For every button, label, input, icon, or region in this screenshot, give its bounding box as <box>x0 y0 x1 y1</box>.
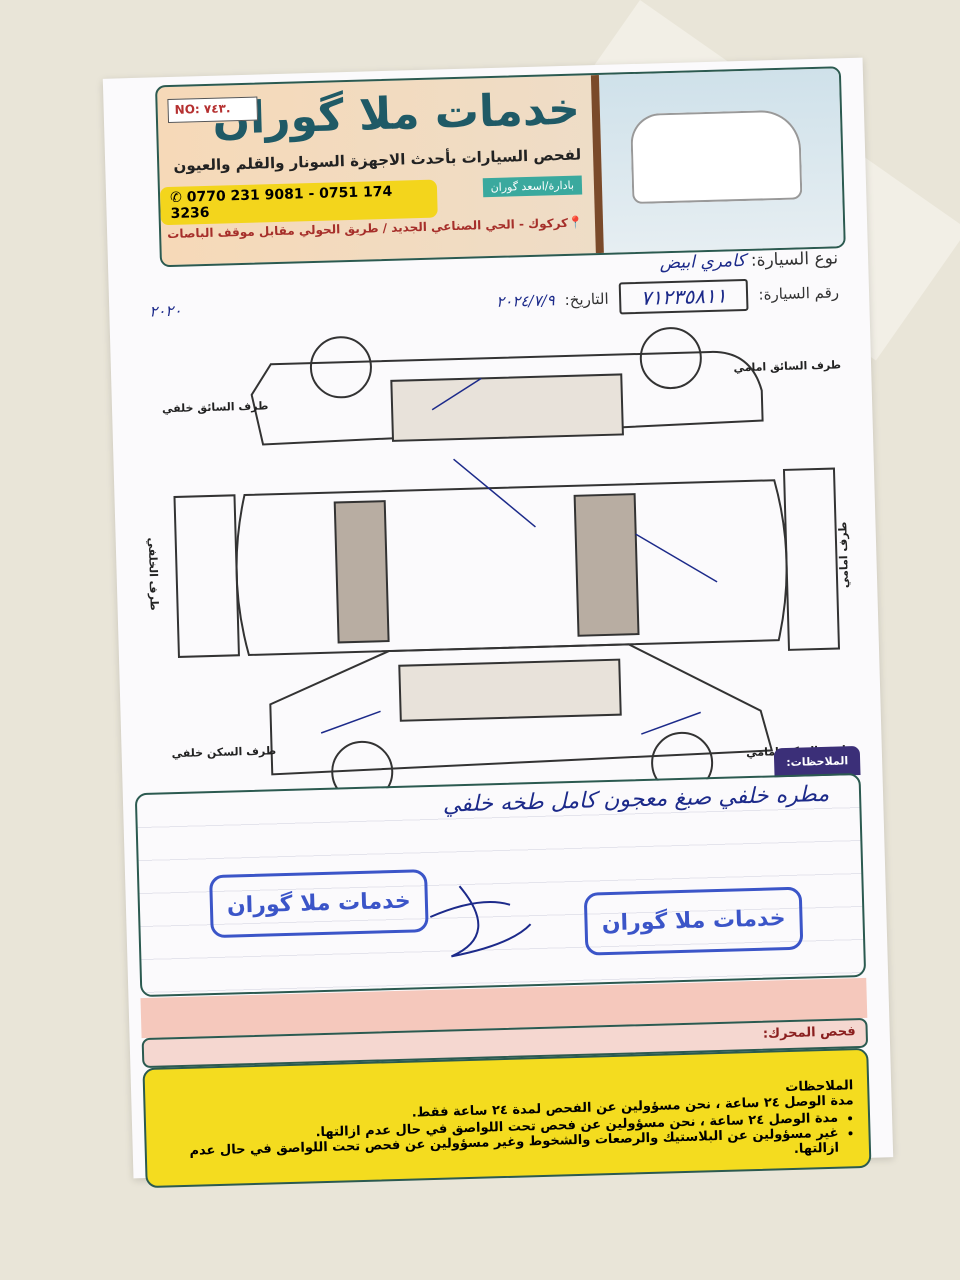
car-damage-diagram: طرف السائق امامي طرف السائق خلفي طرف الخ… <box>146 308 863 803</box>
signature <box>429 885 532 958</box>
year-note: ٢٠٢٠ <box>149 301 182 321</box>
phone-numbers: ✆ 0770 231 9081 - 0751 174 3236 <box>159 179 438 226</box>
car-type-row: نوع السيارة: كامري ابيض <box>659 248 838 273</box>
car-number-label: رقم السيارة: <box>758 283 840 304</box>
driver-side-view <box>250 327 764 446</box>
disclaimer-box: الملاحظات مدة الوصل ٢٤ ساعة ، نحن مسؤولي… <box>142 1047 872 1189</box>
label-rear: طرف الخلفي <box>145 537 161 611</box>
passenger-side-view <box>269 643 774 803</box>
notes-text: مطره خلفي صبغ معجون كامل طخه خلفي <box>442 781 830 818</box>
handwritten-marks <box>320 377 718 735</box>
company-stamp: خدمات ملا گوران <box>583 886 804 956</box>
phones-text: 0770 231 9081 - 0751 174 3236 <box>170 183 393 222</box>
car-outline-svg <box>173 327 841 803</box>
date-value: ٢٠٢٤/٧/٩ <box>495 291 555 311</box>
notes-box: مطره خلفي صبغ معجون كامل طخه خلفي خدمات … <box>134 772 867 998</box>
form-header: خدمات ملا گوران NO: ٧٤٣. لفحص السيارات ب… <box>154 66 846 268</box>
inspection-form: خدمات ملا گوران NO: ٧٤٣. لفحص السيارات ب… <box>102 57 894 1189</box>
car-number-value: ٧١٢٣٥٨١١ <box>618 278 749 315</box>
top-view <box>173 467 841 658</box>
company-title: خدمات ملا گوران <box>211 83 581 145</box>
car-photo <box>590 68 844 254</box>
date-label: التاريخ: <box>564 289 609 310</box>
receipt-number: NO: ٧٤٣. <box>167 96 259 124</box>
phone-icon: ✆ <box>169 189 187 206</box>
location-pin-icon: 📍 <box>567 215 584 230</box>
label-front: طرف امامي <box>835 521 851 589</box>
suv-image <box>629 109 803 205</box>
company-stamp: خدمات ملا گوران <box>209 869 429 939</box>
car-type-value: كامري ابيض <box>659 250 746 274</box>
management: بادارة/اسعد گوران <box>482 175 583 198</box>
car-type-label: نوع السيارة: <box>750 248 839 271</box>
subtitle: لفحص السيارات بأحدث الاجهزة السونار والق… <box>173 145 582 175</box>
